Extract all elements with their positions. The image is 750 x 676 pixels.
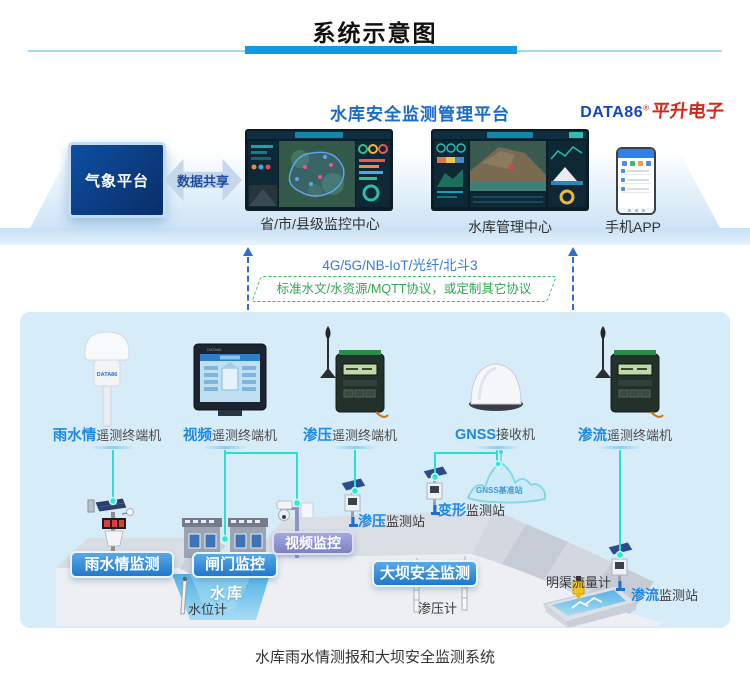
phone-app-grid <box>618 161 654 166</box>
device-label-seepage-flow: 渗流遥测终端机 <box>577 428 672 444</box>
phone-header <box>618 149 654 158</box>
cctv-camera-icon <box>276 500 314 558</box>
platform-title: 水库安全监测管理平台 <box>330 105 510 124</box>
flow-meter-icon <box>572 576 585 600</box>
seepage-flow-station-label: 渗流监测站 <box>631 587 699 603</box>
telemetry-links <box>112 450 621 552</box>
reservoir-monitor-screen <box>431 129 589 211</box>
title-underline-accent <box>245 46 517 54</box>
link-glow-rain <box>91 446 135 449</box>
seepage-pressure-rtu-icon <box>320 326 389 418</box>
deformation-station-label: 变形监测站 <box>438 502 506 518</box>
badge-dam-safety: 大坝安全监测 <box>372 560 478 587</box>
rain-telemetry-device-icon: DATA86 <box>84 331 130 427</box>
water-level-gauge-label: 水位计 <box>188 602 228 617</box>
telemetry-link-dots <box>108 460 625 560</box>
province-monitor-screen <box>245 129 393 211</box>
badge-rain-monitoring: 雨水情监测 <box>70 551 174 578</box>
protocol-box: 标准水文/水资源/MQTT协议，或定制其它协议 <box>251 276 557 302</box>
seepage-pressure-station-label: 渗压监测站 <box>358 513 426 529</box>
brand-logo: DATA86®平升电子 <box>580 97 725 123</box>
link-glow-gnss <box>475 446 519 449</box>
protocol-label: 标准水文/水资源/MQTT协议，或定制其它协议 <box>276 282 532 296</box>
seepage-flow-rtu-icon <box>595 326 664 418</box>
svg-text:DATA86: DATA86 <box>97 372 118 378</box>
weather-platform-box: 气象平台 <box>68 142 166 218</box>
page-title: 系统示意图 <box>312 20 438 46</box>
water-level-gauge-icon <box>180 576 188 615</box>
device-label-seepage-pressure: 渗压遥测终端机 <box>302 428 397 444</box>
uplink-arrow-right-icon <box>568 247 578 256</box>
brand-logo-name: 平升电子 <box>650 101 725 121</box>
reservoir-center-label: 水库管理中心 <box>468 219 552 235</box>
mobile-app-label: 手机APP <box>604 219 661 235</box>
gnss-receiver-icon <box>469 363 523 411</box>
comm-links-label: 4G/5G/NB-IoT/光纤/北斗3 <box>322 258 478 273</box>
province-center-label: 省/市/县级监控中心 <box>260 216 380 232</box>
uplink-dash-right <box>572 257 574 310</box>
link-glow-seepage-pressure <box>333 446 377 449</box>
badge-gate-monitoring: 闸门监控 <box>192 552 278 578</box>
link-glow-video <box>203 446 247 449</box>
device-label-video: 视频遥测终端机 <box>182 428 277 444</box>
reservoir-label: 水库 <box>209 585 244 602</box>
diagram-caption: 水库雨水情测报和大坝安全监测系统 <box>254 649 495 666</box>
field-panel: DATA86 DATA86 <box>20 312 730 628</box>
seepage-pressure-station-icon <box>340 477 367 527</box>
gnss-base-station-icon <box>467 450 546 504</box>
uplink-arrow-left-icon <box>243 247 253 256</box>
weather-station-icon <box>87 497 134 559</box>
mobile-app-icon <box>616 147 656 215</box>
device-label-gnss: GNSS接收机 <box>454 427 536 443</box>
registered-mark: ® <box>643 103 649 113</box>
device-label-rain: 雨水情遥测终端机 <box>52 428 162 444</box>
brand-logo-text: DATA86 <box>580 104 644 121</box>
flow-meter-label: 明渠流量计 <box>546 575 612 590</box>
platform-stage-band <box>0 228 750 245</box>
link-glow-seepage-flow <box>598 446 642 449</box>
piezometer-label: 渗压计 <box>418 601 458 616</box>
open-channel-icon <box>542 585 638 628</box>
svg-text:DATA86: DATA86 <box>207 347 222 352</box>
uplink-dash-left <box>247 257 249 310</box>
data-share-label: 数据共享 <box>176 173 229 189</box>
badge-video-monitoring: 视频监控 <box>272 531 354 555</box>
video-telemetry-device-icon: DATA86 <box>193 343 267 416</box>
gnss-base-label: GNSS基准站 <box>476 486 523 495</box>
